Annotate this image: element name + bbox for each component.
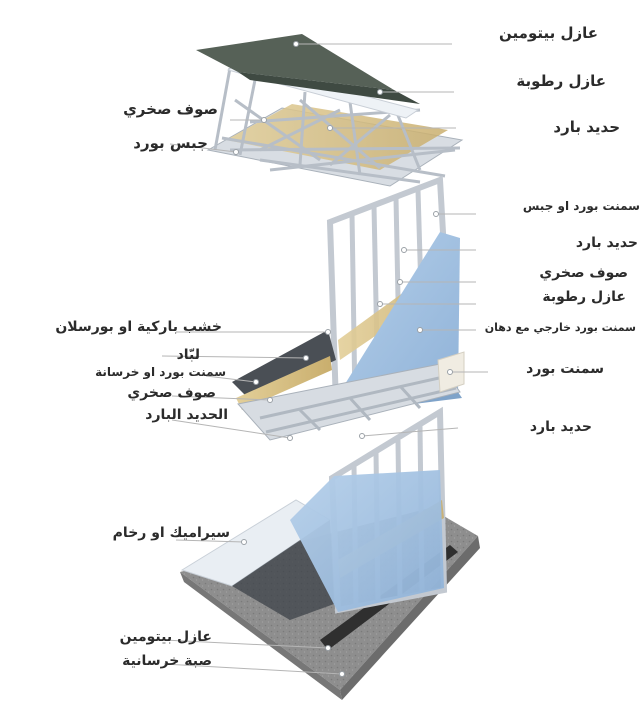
base-section bbox=[180, 412, 480, 700]
label-floor-cold-steel-right: حديد بارد bbox=[472, 420, 592, 434]
label-wall-rock-wool: صوف صخري bbox=[458, 266, 628, 280]
label-wall-exterior-board: سمنت بورد خارجي مع دهان bbox=[456, 322, 636, 333]
label-roof-gypsum: جبس بورد bbox=[98, 136, 208, 151]
label-base-concrete-slab: صبة خرسانية bbox=[72, 654, 212, 668]
label-wall-moisture: عازل رطوبة bbox=[456, 290, 626, 304]
label-roof-cold-steel: حديد بارد bbox=[440, 120, 620, 135]
label-roof-rock-wool: صوف صخري bbox=[108, 102, 218, 117]
label-base-ceramic: سيراميك او رخام bbox=[80, 526, 230, 540]
label-floor-cement-board: سمنت بورد bbox=[484, 362, 604, 376]
label-base-bitumen: عازل بيتومين bbox=[72, 630, 212, 644]
label-floor-felt: لبّاد bbox=[130, 348, 200, 362]
label-floor-board-concrete: سمنت بورد او خرسانة bbox=[76, 366, 226, 378]
roof-section bbox=[196, 34, 462, 186]
label-roof-bitumen: عازل بيتومين bbox=[418, 26, 598, 41]
label-floor-cold-steel: الحديد البارد bbox=[108, 408, 228, 422]
label-roof-moisture: عازل رطوبة bbox=[426, 74, 606, 89]
label-floor-parquet: خشب باركية او بورسلان bbox=[52, 320, 222, 334]
label-wall-cold-steel: حديد بارد bbox=[478, 236, 638, 250]
label-floor-rock-wool: صوف صخري bbox=[116, 386, 216, 400]
label-wall-board-gypsum: سمنت بورد او جبس bbox=[470, 200, 640, 212]
